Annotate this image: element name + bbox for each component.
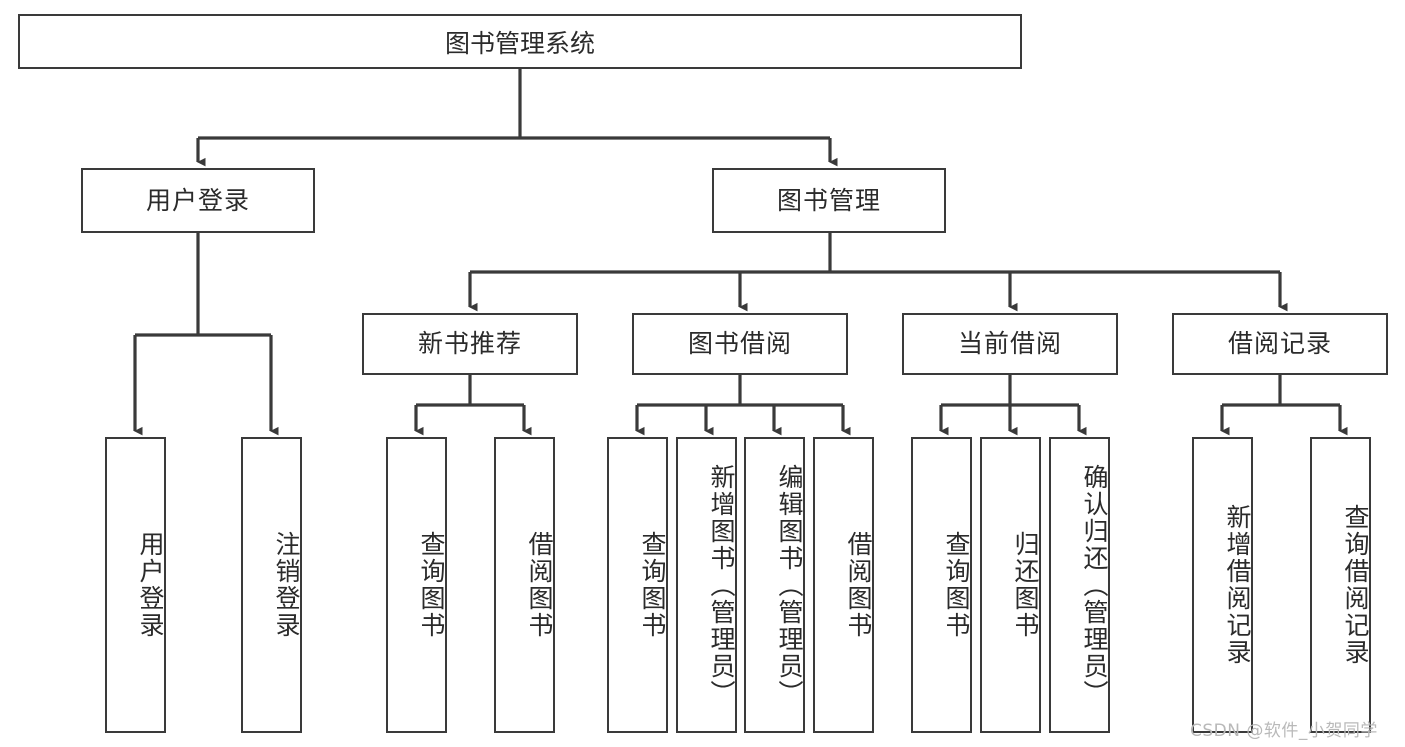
- leaf-label: 确认归还（管理员）: [1080, 463, 1109, 707]
- leaf-label: 借阅图书: [525, 531, 554, 639]
- leaf-label: 编辑图书（管理员）: [775, 463, 804, 707]
- leaf-label: 查询图书: [942, 531, 971, 639]
- leaf-book-borrow-borrow-book[interactable]: 借阅图书: [813, 437, 874, 733]
- leaf-label: 新增借阅记录: [1223, 504, 1252, 666]
- node-root-system[interactable]: 图书管理系统: [18, 14, 1022, 69]
- node-book-management[interactable]: 图书管理: [712, 168, 946, 233]
- leaf-label: 查询图书: [417, 531, 446, 639]
- node-borrow-record[interactable]: 借阅记录: [1172, 313, 1388, 375]
- leaf-label: 归还图书: [1011, 531, 1040, 639]
- leaf-book-borrow-query-book[interactable]: 查询图书: [607, 437, 668, 733]
- leaf-label: 查询图书: [638, 531, 667, 639]
- node-user-login[interactable]: 用户登录: [81, 168, 315, 233]
- watermark-text: CSDN @软件_小贺同学: [1190, 721, 1378, 741]
- leaf-current-borrow-confirm-return[interactable]: 确认归还（管理员）: [1049, 437, 1110, 733]
- leaf-label: 注销登录: [272, 531, 301, 639]
- leaf-label: 新增图书（管理员）: [707, 463, 736, 707]
- node-user-login-label: 用户登录: [145, 185, 250, 215]
- leaf-current-borrow-return-book[interactable]: 归还图书: [980, 437, 1041, 733]
- leaf-new-book-query-book[interactable]: 查询图书: [386, 437, 447, 733]
- node-book-management-label: 图书管理: [776, 185, 881, 215]
- node-book-borrow-label: 图书借阅: [687, 329, 792, 358]
- leaf-borrow-record-add-record[interactable]: 新增借阅记录: [1192, 437, 1253, 733]
- leaf-label: 用户登录: [136, 531, 165, 639]
- leaf-borrow-record-query-record[interactable]: 查询借阅记录: [1310, 437, 1371, 733]
- leaf-user-login-logout[interactable]: 注销登录: [241, 437, 302, 733]
- node-current-borrow-label: 当前借阅: [957, 329, 1062, 358]
- leaf-current-borrow-query-book[interactable]: 查询图书: [911, 437, 972, 733]
- leaf-book-borrow-add-book[interactable]: 新增图书（管理员）: [676, 437, 737, 733]
- leaf-book-borrow-edit-book[interactable]: 编辑图书（管理员）: [744, 437, 805, 733]
- node-new-book-recommend[interactable]: 新书推荐: [362, 313, 578, 375]
- leaf-new-book-borrow-book[interactable]: 借阅图书: [494, 437, 555, 733]
- leaf-label: 查询借阅记录: [1341, 504, 1370, 666]
- leaf-user-login-login[interactable]: 用户登录: [105, 437, 166, 733]
- node-borrow-record-label: 借阅记录: [1227, 329, 1332, 358]
- leaf-label: 借阅图书: [844, 531, 873, 639]
- node-root-label: 图书管理系统: [444, 28, 595, 58]
- node-book-borrow[interactable]: 图书借阅: [632, 313, 848, 375]
- node-current-borrow[interactable]: 当前借阅: [902, 313, 1118, 375]
- node-new-book-recommend-label: 新书推荐: [417, 329, 522, 358]
